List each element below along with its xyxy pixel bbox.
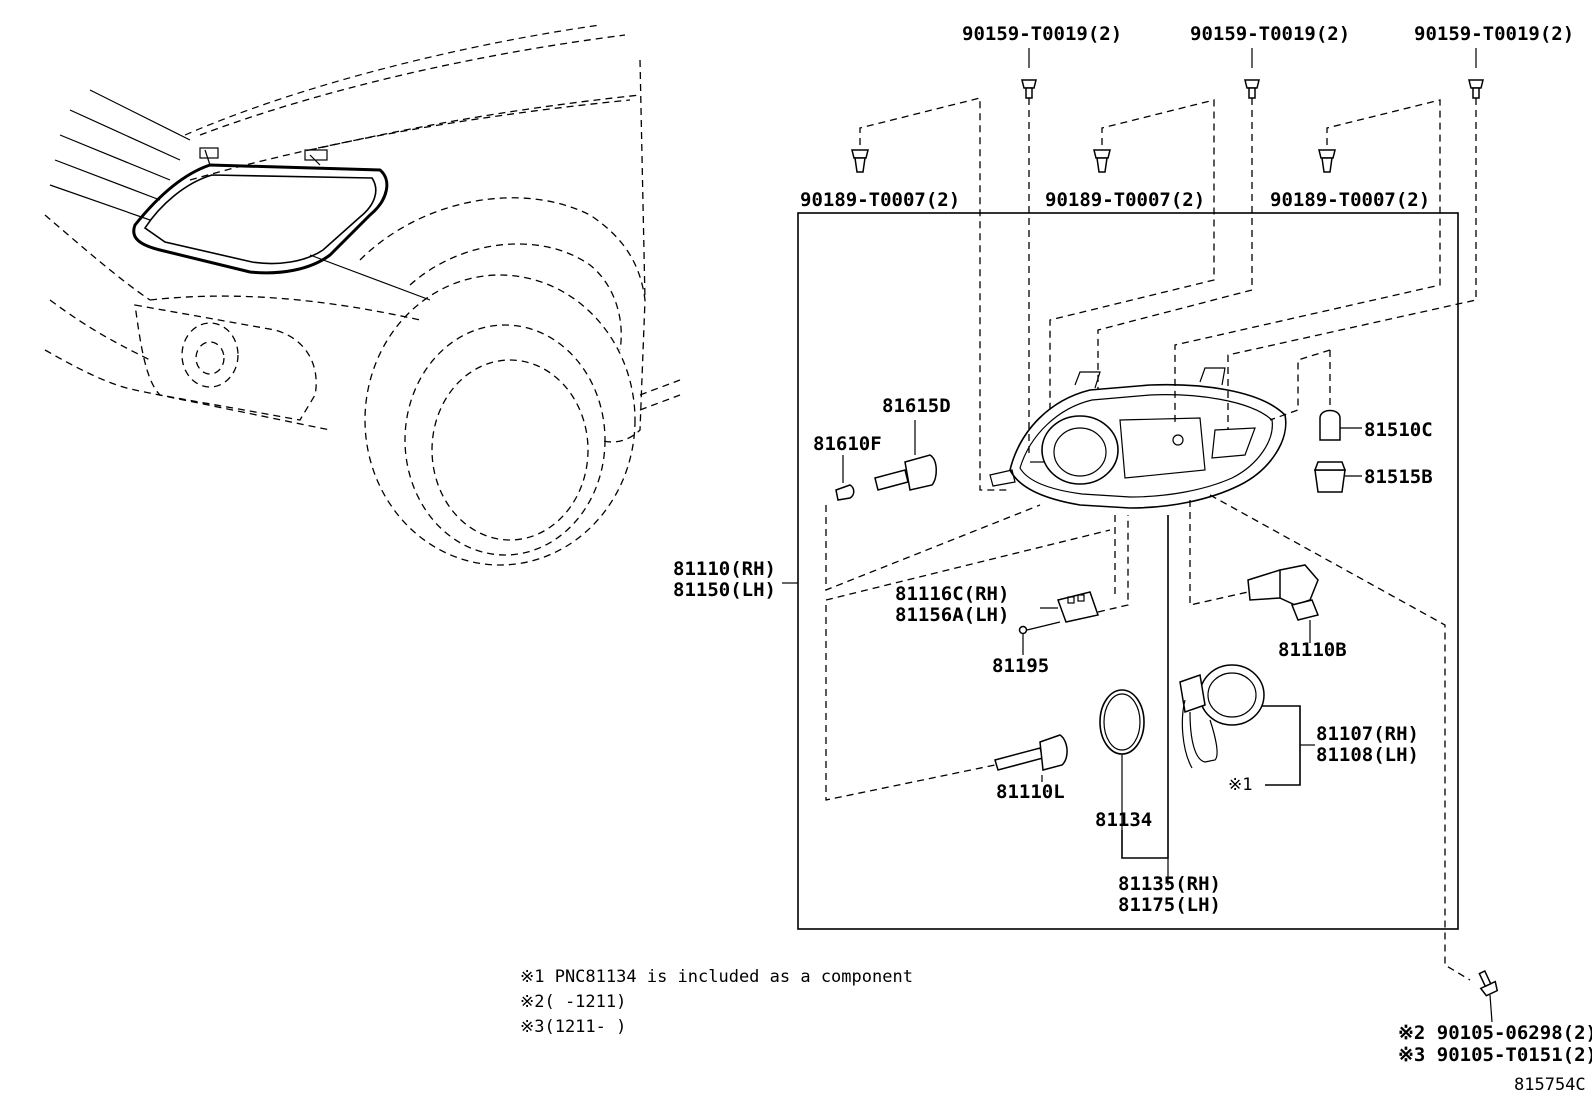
top-fasteners — [851, 48, 1484, 491]
ballast-81107 — [1179, 664, 1315, 786]
label-81116c: 81116C(RH) — [895, 583, 1009, 605]
bulb-81510c — [1319, 409, 1362, 441]
label-clip-3: 90189-T0007(2) — [1270, 189, 1430, 211]
label-mark-1: ※1 — [1228, 775, 1252, 795]
note-2: ※2( -1211) — [520, 992, 626, 1012]
label-bottom-bolt-2: ※3 90105-T0151(2) — [1398, 1044, 1592, 1066]
label-81515b: 81515B — [1364, 466, 1433, 488]
label-81107: 81107(RH) — [1316, 723, 1419, 745]
label-clip-1: 90189-T0007(2) — [800, 189, 960, 211]
diagram-id: 815754C — [1514, 1075, 1586, 1095]
label-81134: 81134 — [1095, 809, 1152, 831]
label-81510c: 81510C — [1364, 419, 1433, 441]
socket-81515b — [1269, 349, 1362, 493]
note-3: ※3(1211- ) — [520, 1017, 626, 1037]
label-bolt-top-1: 90159-T0019(2) — [962, 23, 1122, 45]
label-clip-2: 90189-T0007(2) — [1045, 189, 1205, 211]
label-81175: 81175(LH) — [1118, 894, 1221, 916]
label-bottom-bolt-1: ※2 90105-06298(2) — [1398, 1022, 1592, 1044]
label-81108: 81108(LH) — [1316, 744, 1419, 766]
bulb-81615d — [874, 420, 937, 491]
connector-81116c — [825, 515, 1129, 623]
label-81610f: 81610F — [813, 433, 882, 455]
cover-81135-leader — [1121, 515, 1169, 885]
vehicle-front-sketch — [44, 24, 681, 566]
screw-81195 — [1018, 621, 1061, 655]
note-1: ※1 PNC81134 is included as a component — [520, 967, 913, 987]
label-bolt-top-3: 90159-T0019(2) — [1414, 23, 1574, 45]
ring-81134 — [1099, 689, 1145, 830]
label-81135: 81135(RH) — [1118, 873, 1221, 895]
label-bolt-top-2: 90159-T0019(2) — [1190, 23, 1350, 45]
label-assy-lh: 81150(LH) — [673, 579, 776, 601]
label-81156a: 81156A(LH) — [895, 604, 1009, 626]
label-81615d: 81615D — [882, 395, 951, 417]
bulb-81610f — [825, 455, 1041, 591]
label-81195: 81195 — [992, 655, 1049, 677]
assembly-box — [797, 212, 1459, 930]
label-81110l: 81110L — [996, 781, 1065, 803]
label-assy-rh: 81110(RH) — [673, 558, 776, 580]
headlamp-assembly — [989, 367, 1287, 509]
bulb-81110b — [1189, 500, 1320, 643]
bulb-81110l — [825, 605, 1068, 801]
bottom-bolt — [1209, 494, 1499, 1023]
label-81110b: 81110B — [1278, 639, 1347, 661]
